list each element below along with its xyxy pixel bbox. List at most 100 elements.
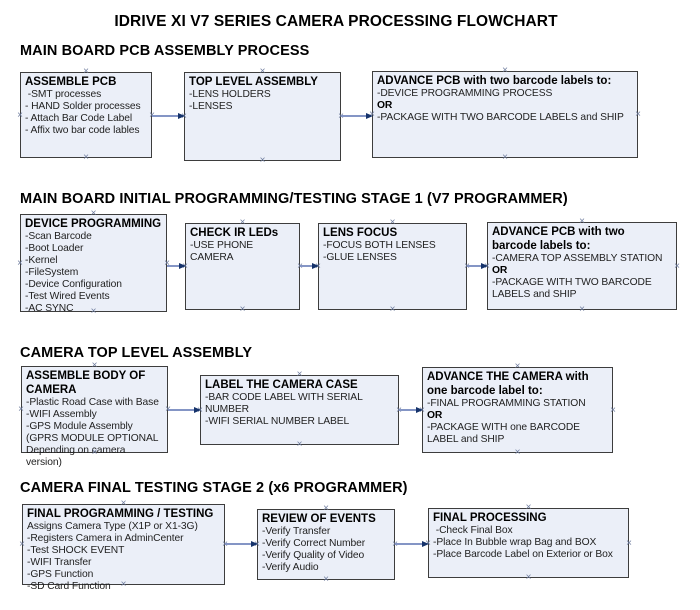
connection-point-icon: × — [91, 360, 98, 371]
connection-point-icon: × — [674, 260, 680, 272]
connection-point-icon: × — [502, 152, 508, 163]
connection-point-icon: × — [579, 304, 585, 315]
box-line: -FileSystem — [25, 267, 79, 278]
connection-point-icon: × — [525, 572, 532, 583]
box-line: -Test Wired Events — [25, 291, 110, 302]
connection-point-icon: × — [83, 152, 89, 163]
box-line: (GPRS MODULE OPTIONAL — [26, 433, 159, 444]
box-line: -FOCUS BOTH LENSES — [323, 240, 436, 251]
arrow-right-icon — [194, 406, 201, 413]
box-title: ADVANCE PCB with two barcode labels to: — [492, 226, 628, 252]
box-title: FINAL PROCESSING — [433, 512, 547, 524]
connector-top-level-assembly-to-advance-pcb-two-labels — [341, 112, 373, 119]
box-line: Depending on camera version) — [26, 445, 129, 468]
box-title: LABEL THE CAMERA CASE — [205, 379, 358, 391]
box-line: -Verify Transfer — [262, 526, 331, 537]
flow-box-label-the-camera-case: LABEL THE CAMERA CASE-BAR CODE LABEL WIT… — [197, 370, 402, 450]
section-heading: MAIN BOARD INITIAL PROGRAMMING/TESTING S… — [20, 191, 568, 207]
box-line: -Registers Camera in AdminCenter — [27, 533, 184, 544]
box-title: TOP LEVEL ASSEMBLY — [189, 76, 318, 88]
box-line: -PACKAGE WITH TWO BARCODE LABELS and SHI… — [377, 112, 624, 123]
arrow-right-icon — [422, 540, 429, 547]
flow-box-assemble-pcb: ASSEMBLE PCB -SMT processes- HAND Solder… — [17, 67, 155, 163]
box-line: -PACKAGE WITH one BARCODE LABEL and SHIP — [427, 422, 583, 445]
box-line: -DEVICE PROGRAMMING PROCESS — [377, 88, 553, 99]
box-line: -Kernel — [25, 255, 58, 266]
connector-final-programming-testing-to-review-of-events — [225, 540, 258, 547]
flow-box-top-level-assembly: TOP LEVEL ASSEMBLY-LENS HOLDERS-LENSES××… — [181, 67, 344, 166]
box-line: -WIFI SERIAL NUMBER LABEL — [205, 416, 350, 427]
connection-point-icon: × — [296, 439, 303, 450]
box-title: FINAL PROGRAMMING / TESTING — [27, 508, 214, 520]
box-title: LENS FOCUS — [323, 227, 398, 239]
connector-check-ir-leds-to-lens-focus — [300, 262, 319, 269]
connector-review-of-events-to-final-processing — [395, 540, 429, 547]
box-line: -Place Barcode Label on Exterior or Box — [433, 549, 613, 560]
flow-box-final-processing: FINAL PROCESSING -Check Final Box-Place … — [425, 503, 632, 583]
connection-point-icon: × — [525, 502, 532, 513]
connector-device-programming-to-check-ir-leds — [167, 262, 186, 269]
box-line: -Device Configuration — [25, 279, 122, 290]
connection-point-icon: × — [579, 216, 585, 227]
box-line: -FINAL PROGRAMMING STATION — [427, 398, 586, 409]
box-line: -PACKAGE WITH TWO BARCODE LABELS and SHI… — [492, 277, 655, 300]
flow-box-advance-pcb-two-labels-2: ADVANCE PCB with two barcode labels to:-… — [484, 217, 680, 315]
box-line: OR — [377, 100, 393, 111]
connection-point-icon: × — [239, 217, 246, 228]
box-line: -SD Card Function — [27, 581, 111, 592]
box-line: -USE PHONE CAMERA — [190, 240, 256, 263]
connection-point-icon: × — [389, 304, 396, 315]
connection-point-icon: × — [259, 155, 266, 166]
box-line: -Boot Loader — [25, 243, 84, 254]
box-line: -Check Final Box — [433, 525, 513, 536]
box-line: OR — [427, 410, 443, 421]
connection-point-icon: × — [120, 498, 127, 509]
box-title: ADVANCE THE CAMERA with one barcode labe… — [427, 371, 592, 397]
flow-box-device-programming: DEVICE PROGRAMMING-Scan Barcode-Boot Loa… — [17, 209, 170, 317]
connection-point-icon: × — [17, 109, 23, 121]
connection-point-icon: × — [323, 574, 329, 585]
connection-point-icon: × — [514, 447, 521, 458]
connection-point-icon: × — [259, 66, 266, 77]
connector-label-the-camera-case-to-advance-the-camera-one-label — [399, 406, 423, 413]
box-title: DEVICE PROGRAMMING — [25, 218, 162, 230]
box-title: REVIEW OF EVENTS — [262, 513, 376, 525]
flow-box-check-ir-leds: CHECK IR LEDs-USE PHONE CAMERA×××× — [182, 218, 303, 315]
box-line: -WIFI Assembly — [26, 409, 97, 420]
connector-lens-focus-to-advance-pcb-two-labels-2 — [467, 262, 488, 269]
connection-point-icon: × — [18, 404, 24, 415]
box-line: -WIFI Transfer — [27, 557, 92, 568]
box-line: -Scan Barcode — [25, 231, 92, 242]
arrow-right-icon — [178, 112, 185, 119]
connection-point-icon: × — [17, 257, 23, 269]
box-title: CHECK IR LEDs — [190, 227, 279, 239]
page-title: IDRIVE XI V7 SERIES CAMERA PROCESSING FL… — [114, 13, 558, 30]
section-heading: MAIN BOARD PCB ASSEMBLY PROCESS — [20, 43, 310, 59]
box-line: -Verify Correct Number — [262, 538, 366, 549]
connector-assemble-body-of-camera-to-label-the-camera-case — [168, 406, 201, 413]
section-heading: CAMERA TOP LEVEL ASSEMBLY — [20, 345, 253, 361]
arrow-right-icon — [481, 262, 488, 269]
box-title: ADVANCE PCB with two barcode labels to: — [377, 75, 612, 87]
connection-point-icon: × — [323, 503, 329, 514]
box-line: -GPS Module Assembly — [26, 421, 133, 432]
box-line: -CAMERA TOP ASSEMBLY STATION — [492, 253, 663, 264]
connection-point-icon: × — [90, 208, 97, 219]
flow-box-advance-pcb-two-labels: ADVANCE PCB with two barcode labels to:-… — [369, 66, 641, 163]
box-line: -GPS Function — [27, 569, 94, 580]
arrow-right-icon — [416, 406, 423, 413]
connection-point-icon: × — [389, 217, 396, 228]
box-line: -AC SYNC — [25, 303, 74, 314]
arrow-right-icon — [179, 262, 186, 269]
box-line: - Affix two bar code lables — [25, 125, 140, 136]
connection-point-icon: × — [296, 369, 303, 380]
box-line: OR — [492, 265, 508, 276]
flow-box-advance-the-camera-one-label: ADVANCE THE CAMERA with one barcode labe… — [419, 362, 616, 458]
box-line: -Place In Bubble wrap Bag and BOX — [433, 537, 597, 548]
box-line: Assigns Camera Type (X1P or X1-3G) — [27, 521, 198, 532]
arrow-right-icon — [312, 262, 319, 269]
box-title: ASSEMBLE BODY OF CAMERA — [26, 370, 149, 396]
box-line: - HAND Solder processes — [25, 101, 141, 112]
